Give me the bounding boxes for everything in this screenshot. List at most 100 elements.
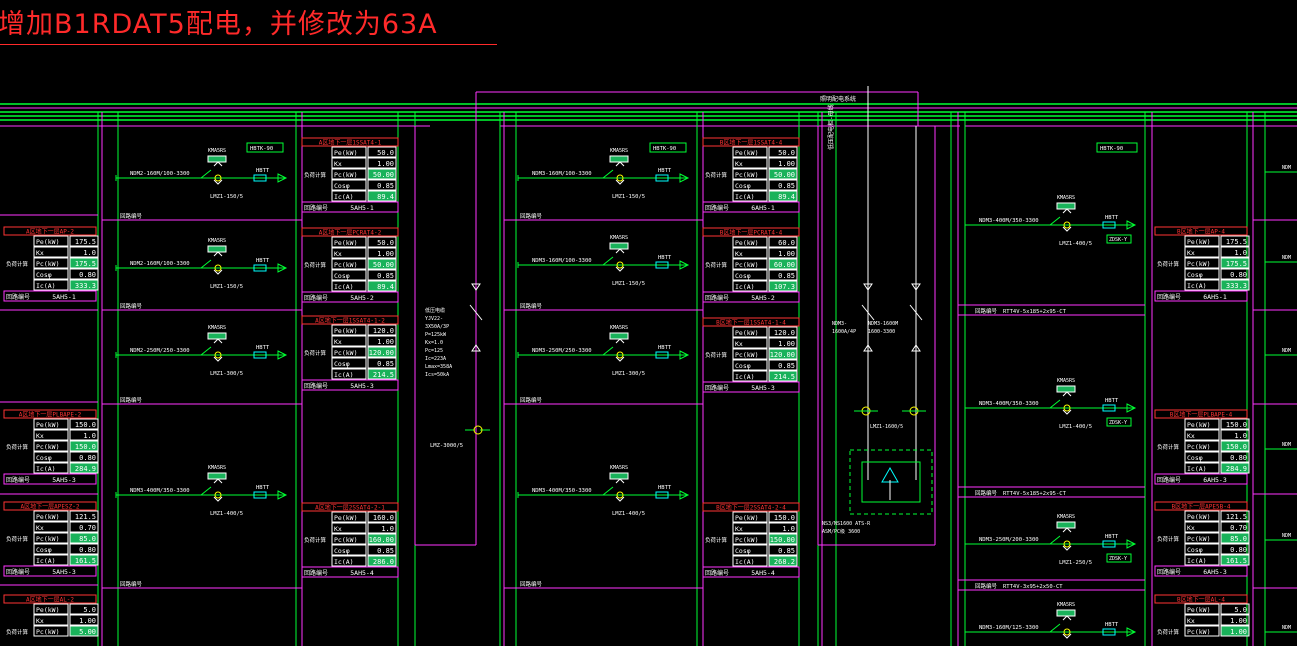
table-param-label: Pc(kW) — [1187, 535, 1210, 543]
row-label: 回路编号 — [975, 307, 998, 315]
table-param-label: Pe(kW) — [36, 606, 59, 614]
table-label-cell — [732, 179, 768, 191]
table-value-cell — [1220, 451, 1250, 463]
table-label-cell — [1184, 279, 1220, 291]
table-param-value: 1.0 — [1234, 432, 1247, 440]
table-param-value: 107.3 — [774, 283, 795, 291]
table-param-label: Ic(A) — [735, 283, 755, 291]
table-footer-frame — [1154, 290, 1248, 302]
meter-label: HBTT — [1105, 398, 1119, 404]
riser-text: YJV22- — [425, 316, 443, 322]
meter-label: HBTT — [658, 168, 672, 174]
meter-box — [655, 174, 669, 182]
table-label-cell — [1184, 268, 1220, 280]
arrow-icon — [277, 263, 288, 273]
table-title: A区地下一层PLBAPE-2 — [19, 411, 82, 419]
table-param-label: Kx — [735, 340, 743, 348]
table-param-value: 1.00 — [778, 250, 795, 258]
table-value-cell — [1220, 510, 1250, 522]
ats-label: NS3/NS1600 ATS-R — [822, 521, 871, 527]
table-value-cell — [367, 357, 397, 369]
riser-text: Kx=1.0 — [425, 340, 443, 346]
table-value-cell — [367, 533, 397, 545]
breaker-symbol — [602, 169, 614, 179]
table-title-frame — [3, 501, 97, 511]
table-value-cell — [1220, 279, 1250, 291]
table-label-cell — [33, 521, 69, 533]
arrow-icon — [1126, 220, 1137, 230]
table-param-label: Ic(A) — [1187, 465, 1207, 473]
table-param-label: Pc(kW) — [36, 628, 59, 636]
ct-circle — [214, 491, 222, 499]
riser-switch-blade — [469, 304, 483, 321]
breaker-label: NDM — [1282, 625, 1291, 631]
table-label-cell — [331, 269, 367, 281]
table-title: B区地下一层2SSAT4-2-4 — [716, 504, 786, 512]
table-label-cell — [33, 462, 69, 474]
table-label-cell — [33, 246, 69, 258]
table-param-label: Pe(kW) — [1187, 238, 1210, 246]
table-value-cell — [1220, 614, 1250, 626]
ct-label: LMZ1-150/5 — [210, 194, 243, 200]
table-label-cell — [732, 247, 768, 259]
table-param-value: 0.85 — [778, 182, 795, 190]
meter-box — [655, 491, 669, 499]
device-tag-box — [1056, 609, 1076, 617]
riser-text: Pc=125 — [425, 348, 443, 354]
table-label-cell — [33, 603, 69, 615]
ct-label: LMZ1-400/5 — [210, 511, 243, 517]
device-tag-box — [609, 332, 629, 340]
table-label-cell — [1184, 257, 1220, 269]
table-param-label: Kx — [735, 525, 743, 533]
table-footer-label: 回路编号 — [304, 294, 328, 302]
table-param-value: 0.85 — [377, 360, 394, 368]
table-title-frame — [3, 409, 97, 419]
table-param-value: 1.0 — [381, 525, 394, 533]
table-param-value: 1.0 — [1234, 249, 1247, 257]
table-side-label: 负荷计算 — [6, 443, 29, 451]
table-label-cell — [33, 440, 69, 452]
table-param-label: Pe(kW) — [735, 514, 758, 522]
table-label-cell — [1184, 440, 1220, 452]
meter-label: HBTT — [658, 485, 672, 491]
dist-box — [1106, 234, 1132, 244]
table-title-frame — [301, 227, 399, 237]
table-param-value: 0.80 — [1230, 271, 1247, 279]
riser-text: 3X50A/3P — [425, 324, 449, 330]
table-param-label: Pe(kW) — [36, 421, 59, 429]
table-side-label: 负荷计算 — [705, 261, 728, 269]
table-side-label: 负荷计算 — [1157, 628, 1180, 636]
table-param-value: 1.00 — [377, 338, 394, 346]
table-title-frame — [1154, 226, 1248, 236]
table-param-value: 0.85 — [377, 182, 394, 190]
ct-label: LMZ1-400/5 — [1059, 241, 1092, 247]
table-side-label: 负荷计算 — [6, 628, 29, 636]
table-param-label: Pe(kW) — [334, 239, 357, 247]
table-label-cell — [331, 346, 367, 358]
table-value-cell — [768, 348, 798, 360]
table-param-value: 284.9 — [1226, 465, 1247, 473]
meter-box — [253, 351, 267, 359]
riser-ct-label: LMZ-3000/5 — [430, 443, 463, 449]
table-param-label: Pc(kW) — [735, 261, 758, 269]
table-footer-value: 5AH5-1 — [52, 293, 76, 301]
table-value-cell — [768, 146, 798, 158]
table-value-cell — [367, 236, 397, 248]
cable-label: RTT4V-5x185+2x95-CT — [1003, 309, 1067, 315]
table-param-label: Ic(A) — [735, 373, 755, 381]
table-label-cell — [1184, 429, 1220, 441]
arrow-icon — [1126, 627, 1137, 637]
row-label: 回路编号 — [975, 489, 998, 497]
table-footer-frame — [3, 473, 97, 485]
table-param-label: Pe(kW) — [36, 238, 59, 246]
table-label-cell — [331, 324, 367, 336]
table-title: B区地下一层1SSAT4-1-4 — [716, 319, 786, 327]
table-footer-frame — [3, 290, 97, 302]
table-title-frame — [301, 137, 399, 147]
table-param-label: Ic(A) — [735, 558, 755, 566]
breaker-label: NDM3-160M/125-3300 — [979, 625, 1039, 631]
